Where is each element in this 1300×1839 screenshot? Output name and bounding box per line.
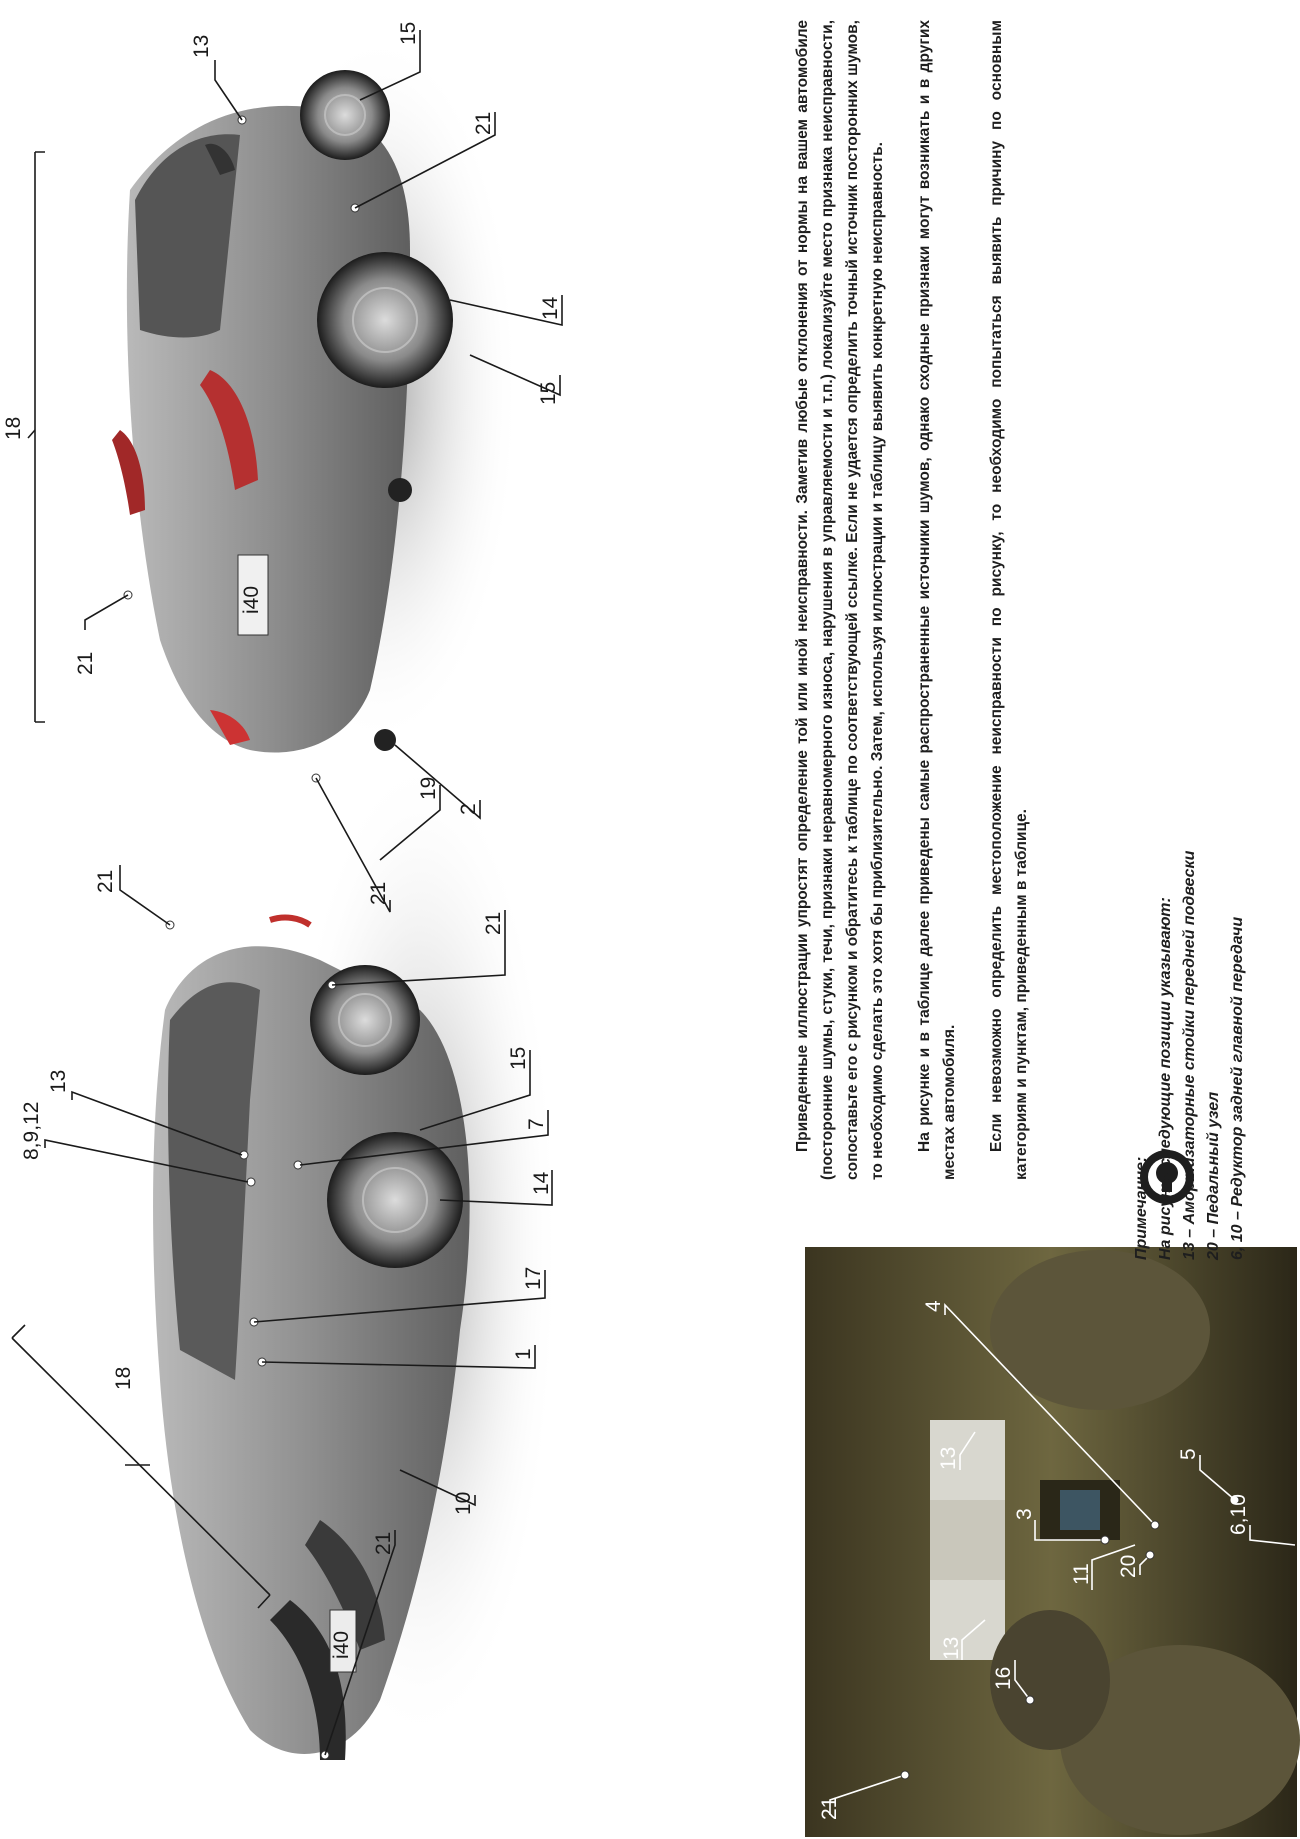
callout-21-door: 21 [482,912,505,935]
callout-21-trunk: 21 [74,652,97,675]
callout-21-interior: 21 [818,1797,841,1820]
rear-badge: i40 [240,586,263,614]
callout-18-rear: 18 [2,417,25,440]
callout-11: 11 [1070,1563,1093,1585]
rear-car-rear-wheel [317,252,453,388]
callout-15-rear: 15 [537,382,560,405]
note-line-2: 20 – Педальный узел [1205,1091,1222,1260]
callout-13-rear: 13 [190,35,213,58]
note-intro: На рисунке следующие позиции указывают: [1157,897,1174,1260]
callout-5: 5 [1177,1448,1200,1460]
note-block: Примечание: На рисунке следующие позиции… [1130,500,1270,1260]
description-text: Приведенные иллюстрации упростят определ… [790,20,1090,1180]
callout-14-front: 14 [530,1171,553,1195]
callout-21-bumper: 21 [372,1532,395,1555]
front-callout-labels: 18 8,9,12 13 21 21 15 7 14 17 1 10 21 19 [20,777,553,1555]
lightbulb-icon [1140,1150,1194,1204]
callout-1: 1 [512,1348,535,1360]
rear-car-front-wheel [300,70,390,160]
callout-7: 7 [525,1118,548,1130]
rear-callout-labels: 13 15 21 14 15 18 21 2 21 [2,22,562,905]
callout-20: 20 [1117,1555,1140,1578]
paragraph-2: На рисунке и в таблице далее приведены с… [916,20,958,1180]
callout-15-front: 15 [507,1047,530,1070]
callout-6-10: 6,10 [1227,1494,1250,1535]
callout-3: 3 [1013,1508,1036,1520]
note-line-1: 13 – Амортизаторные стойки передней подв… [1181,850,1198,1260]
interior-callout-labels: 21 16 13 11 20 3 13 4 5 6,10 [818,1300,1250,1820]
callout-18-front: 18 [112,1367,135,1390]
callout-8-9-12: 8,9,12 [20,1102,43,1160]
callout-14-rear: 14 [539,296,562,320]
callout-2: 2 [457,803,480,815]
callout-13-interior-right: 13 [937,1447,960,1470]
callout-13-interior-left: 13 [940,1637,963,1660]
callout-19: 19 [417,777,440,800]
callout-16: 16 [992,1667,1015,1690]
rear-wheel-front-view [310,965,420,1075]
paragraph-1: Приведенные иллюстрации упростят определ… [794,20,886,1180]
callout-15-rear-top: 15 [397,22,420,45]
front-badge: i40 [330,1631,353,1659]
note-title: Примечание: [1133,1156,1150,1260]
callout-21-rear-door: 21 [472,112,495,135]
callout-17: 17 [522,1267,545,1290]
callout-21-rear-bumper: 21 [367,882,390,905]
paragraph-3: Если невозможно определить местоположени… [988,20,1030,1180]
callout-13-front: 13 [47,1070,70,1093]
callout-10-front: 10 [452,1492,475,1515]
callout-21-roof: 21 [94,870,117,893]
callout-4: 4 [922,1300,945,1312]
front-wheel [327,1132,463,1268]
note-line-3: 6, 10 – Редуктор задней главной передачи [1229,916,1246,1260]
